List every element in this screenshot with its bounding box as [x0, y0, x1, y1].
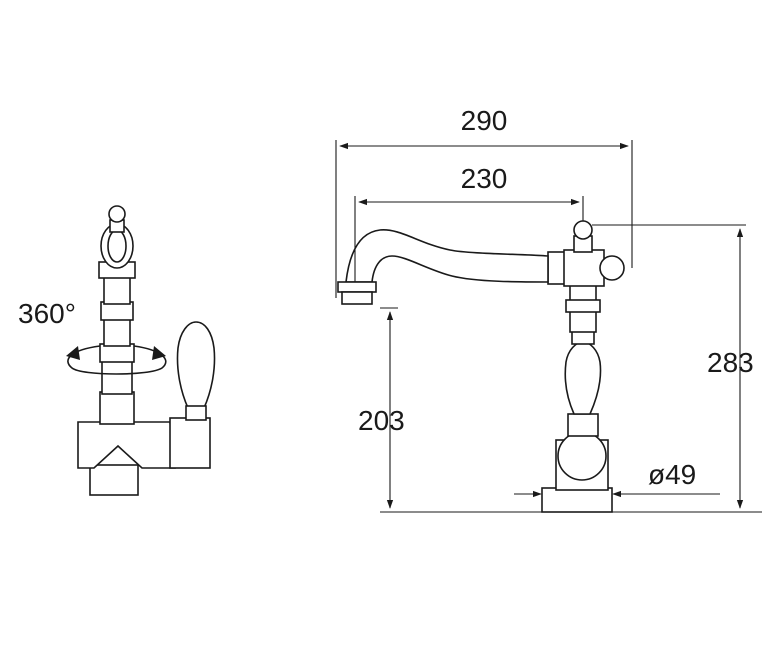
side-lever-handle [176, 321, 216, 409]
side-handle-hub [169, 417, 211, 469]
front-aerator-ring [337, 281, 377, 293]
dim-283-label: 283 [707, 347, 754, 378]
side-view: 360° [18, 205, 216, 496]
side-column-mid [103, 317, 131, 347]
front-column-ring [565, 299, 601, 313]
rotation-arrowhead-left [66, 346, 80, 360]
side-column-upper [103, 275, 131, 305]
front-hub-body [563, 249, 605, 287]
side-base-foot [89, 464, 139, 496]
dim-203-label: 203 [358, 405, 405, 436]
front-base-plate [541, 487, 613, 513]
front-lever-handle [564, 341, 602, 415]
rotation-arrowhead-right [152, 346, 166, 360]
front-spout-arm [345, 229, 549, 283]
front-valve-neck [567, 413, 599, 437]
side-column-base [99, 391, 135, 425]
front-aerator [341, 291, 373, 305]
side-finial-ball [108, 205, 126, 223]
side-lever-collar [185, 405, 207, 421]
dim-230-label: 230 [461, 163, 508, 194]
front-finial-ball [573, 220, 593, 240]
front-view: 290 230 283 203 ø49 [335, 105, 762, 513]
rotation-label: 360° [18, 298, 76, 329]
front-valve-disc [557, 431, 607, 481]
dim-49-label: ø49 [648, 459, 696, 490]
front-hub-cap [599, 255, 625, 281]
side-column-lower [101, 359, 133, 395]
side-spout-inner [107, 229, 127, 263]
dim-290-label: 290 [461, 105, 508, 136]
side-body [77, 421, 176, 469]
